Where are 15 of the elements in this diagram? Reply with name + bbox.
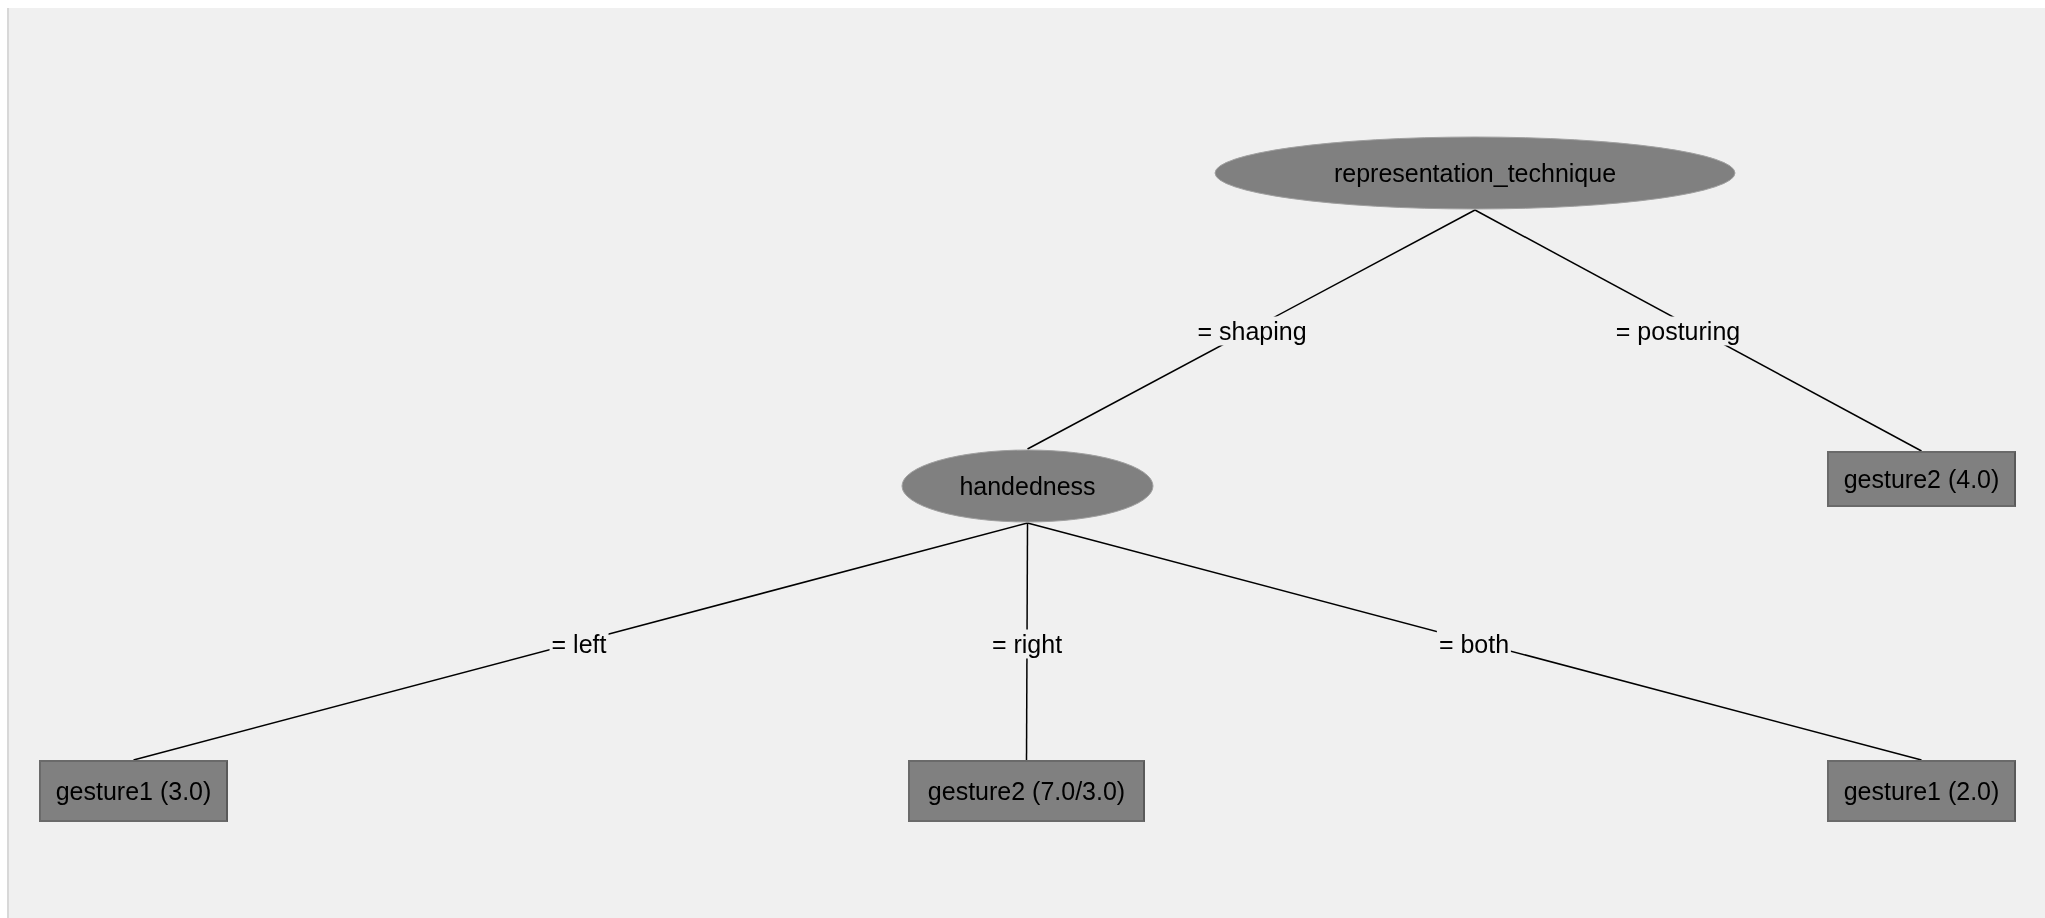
leaf-box xyxy=(1827,760,2016,822)
decision-ellipse xyxy=(901,449,1154,523)
leaf-box xyxy=(39,760,228,822)
connector-line xyxy=(1026,522,1923,761)
node-label: handedness xyxy=(959,471,1096,501)
node-label: gesture1 (3.0) xyxy=(55,776,212,806)
leaf-box xyxy=(1827,451,2016,507)
node-label: gesture2 (4.0) xyxy=(1843,464,2000,494)
node-label: gesture2 (7.0/3.0) xyxy=(927,776,1126,806)
decision-ellipse xyxy=(1214,136,1736,210)
leaf-box xyxy=(908,760,1145,822)
node-label: gesture1 (2.0) xyxy=(1843,776,2000,806)
node-label: representation_technique xyxy=(1333,158,1617,188)
connector-line xyxy=(132,522,1029,761)
connector-line xyxy=(1474,209,1923,452)
